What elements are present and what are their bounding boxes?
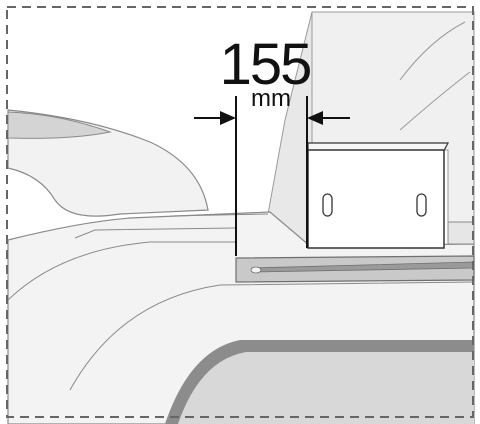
- dimension-arrow-right-head: [307, 111, 323, 125]
- bracket-slot-left: [322, 193, 333, 217]
- bracket-slot-right: [416, 193, 427, 217]
- roof-seam-line: [74, 213, 269, 239]
- dimension-value: 155: [220, 32, 311, 97]
- dashed-border: [6, 6, 474, 418]
- body-curve-upper: [7, 241, 236, 301]
- dimension-arrow-left-head: [220, 111, 236, 125]
- rear-rail-edge: [447, 221, 475, 245]
- rear-window-glass: [178, 352, 474, 424]
- body-curve-lower: [69, 281, 475, 391]
- dimension-unit: mm: [251, 85, 291, 112]
- rail-slot-end: [250, 266, 262, 274]
- left-fender-shade: [7, 111, 112, 139]
- rear-glass-reflection: [399, 21, 471, 131]
